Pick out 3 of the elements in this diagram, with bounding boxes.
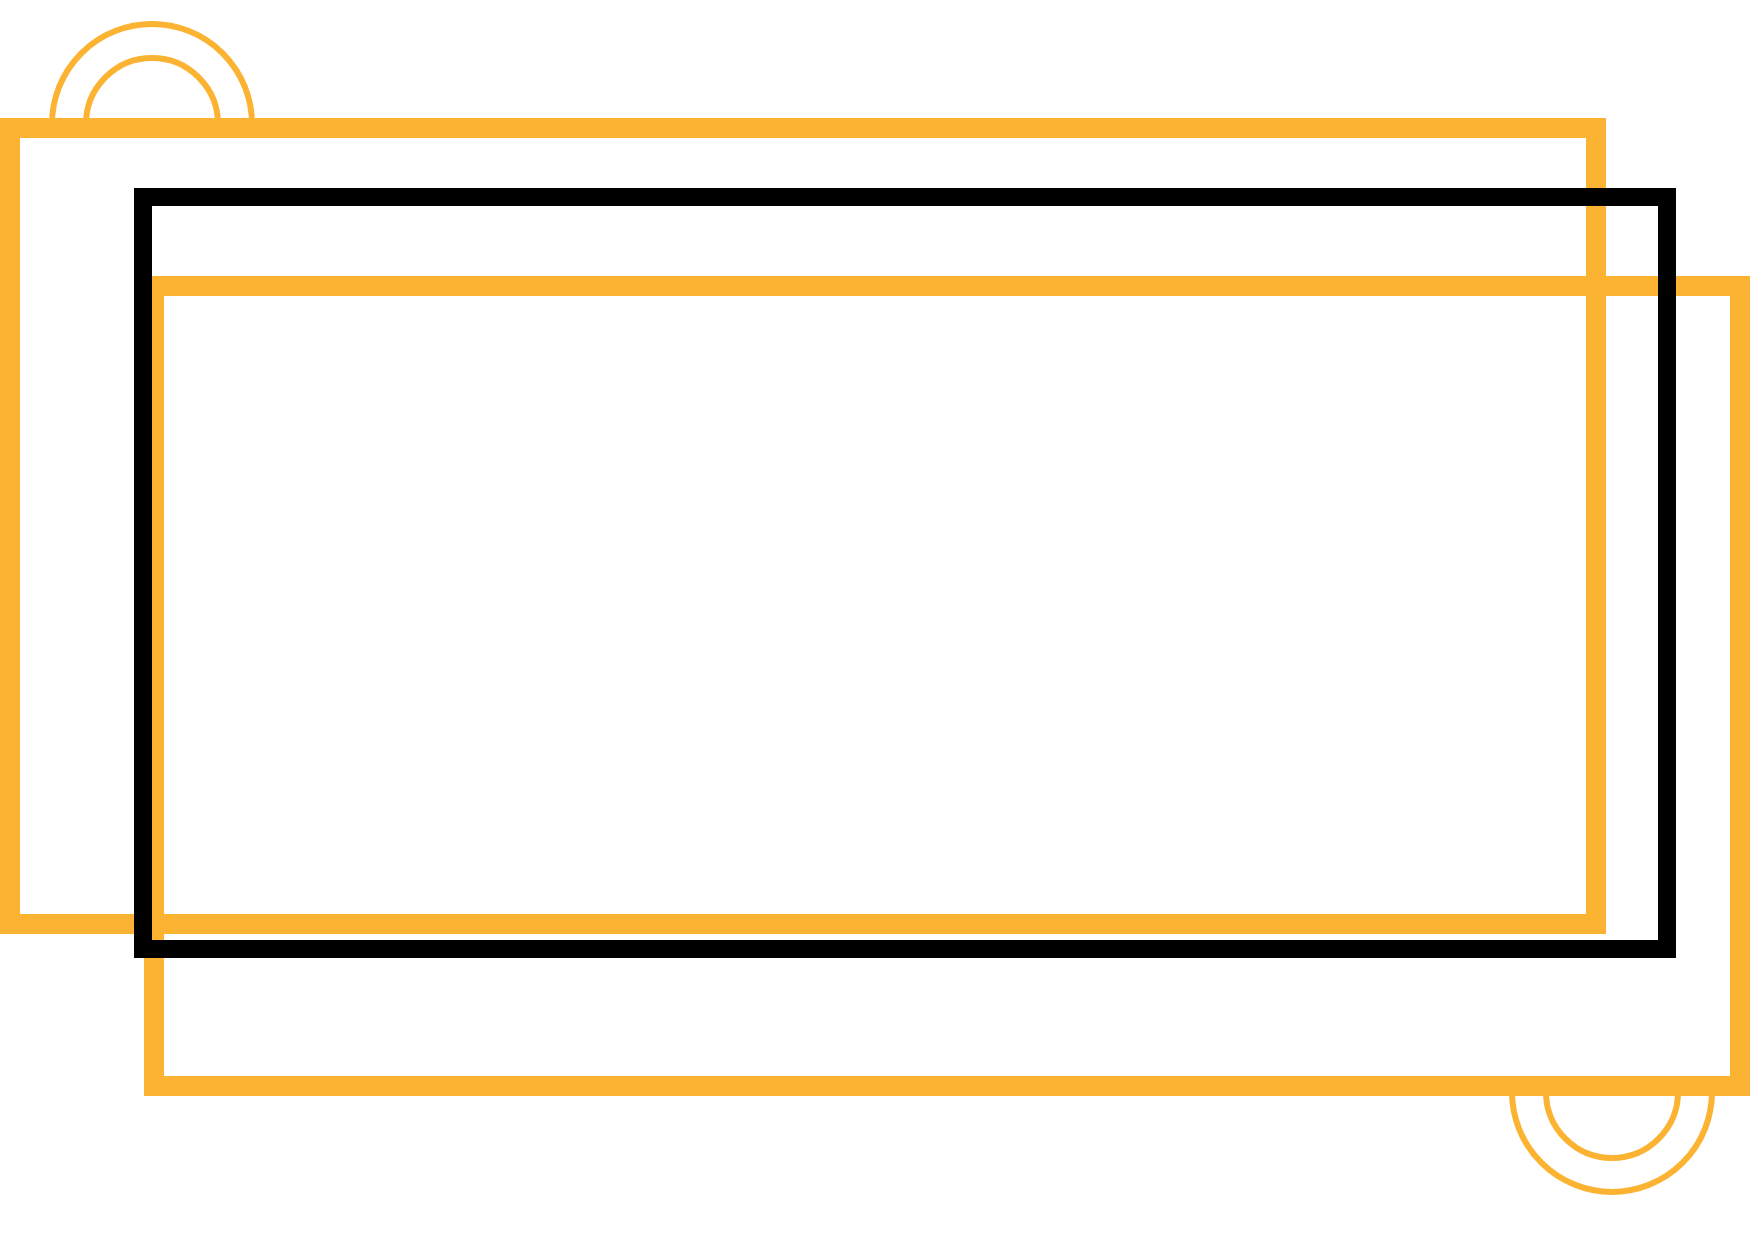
frame-rectangle xyxy=(134,188,1676,958)
frame-rectangle xyxy=(0,118,1606,934)
frame-rectangle xyxy=(144,276,1750,1096)
